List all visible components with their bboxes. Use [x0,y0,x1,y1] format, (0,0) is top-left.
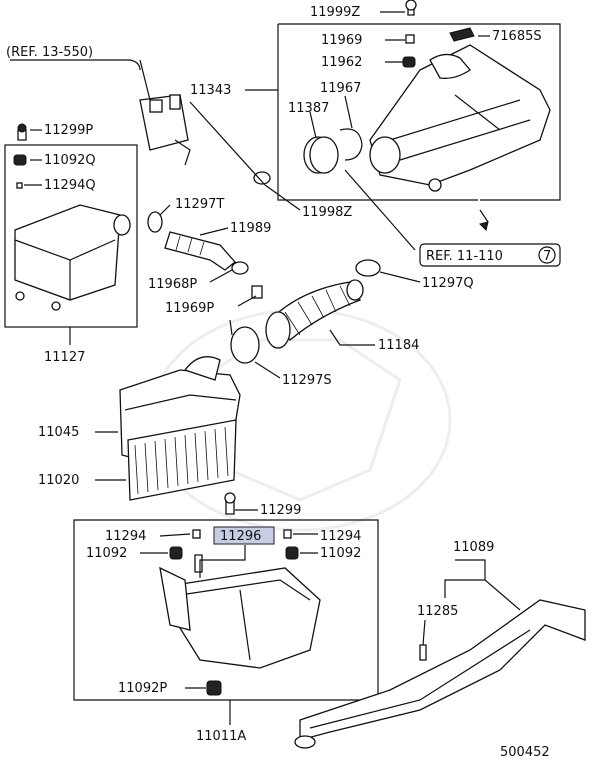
grommet-11092-right [285,546,299,560]
highlight-11296: 11296 [213,526,275,545]
clamp-11297T [147,211,163,233]
label-11294-left: 11294 [105,529,146,544]
clamp-11297Q [355,259,381,277]
label-11297S: 11297S [282,373,332,388]
label-ref-13-550: (REF. 13-550) [6,45,93,60]
grommet-11092Q [13,154,27,166]
label-11045: 11045 [38,425,79,440]
duct-body [299,599,586,741]
label-11285: 11285 [417,604,458,619]
spacer-11969P [251,285,263,299]
label-11127: 11127 [44,350,85,365]
label-11967: 11967 [320,81,361,96]
collar-11294-left [192,529,201,539]
label-11998Z: 11998Z [302,205,352,220]
label-11020: 11020 [38,473,79,488]
valve-body [139,94,189,151]
resonator-outlet [369,136,401,174]
label-11969P: 11969P [165,301,214,316]
clip-11967 [339,128,363,161]
ref-11-110-box: REF. 11-110 7 [419,243,561,267]
grommet-11092-left [169,546,183,560]
label-11296: 11296 [220,529,261,544]
box-11011A [73,519,379,701]
clamp-11297S [230,326,260,364]
label-11092-left: 11092 [86,546,127,561]
cover-11127 [14,204,121,301]
label-11092P: 11092P [118,681,167,696]
label-ref-11-110: REF. 11-110 [426,249,503,264]
label-11299P: 11299P [44,123,93,138]
label-11299: 11299 [260,503,301,518]
label-11297T: 11297T [175,197,224,212]
grommet-11969 [405,34,415,44]
grommet-11092P [206,680,222,696]
label-11999Z: 11999Z [310,5,360,20]
hoses [147,171,381,364]
clamp-11998Z [253,171,271,185]
resonator-group [277,0,561,201]
label-11089: 11089 [453,540,494,555]
labels: 11999Z 11969 71685S 11962 (REF. 13-550) … [6,5,561,760]
label-11968P: 11968P [148,277,197,292]
filter-element-11020 [127,419,237,501]
label-11184: 11184 [378,338,419,353]
air-cleaner-upper [119,356,241,515]
label-11297Q: 11297Q [422,276,474,291]
leader-lines [10,11,521,725]
valve-group [139,59,191,166]
label-11387: 11387 [288,101,329,116]
label-71685S [449,27,475,42]
hose-11989 [164,231,236,271]
clamp-11968P [231,261,249,275]
hose-11184 [269,281,361,341]
label-11294Q: 11294Q [44,178,96,193]
label-11989: 11989 [230,221,271,236]
resonator-box [278,23,561,201]
box-11127 [4,123,138,328]
lower-case-11011A [174,567,321,669]
ref-circle-number: 7 [543,249,551,264]
grommet-11962 [402,56,416,68]
label-71685S: 71685S [492,29,542,44]
label-11294-right: 11294 [320,529,361,544]
label-11969: 11969 [321,33,362,48]
label-11343: 11343 [190,83,231,98]
duct-11089 [294,599,586,749]
label-11092-right: 11092 [320,546,361,561]
clip-11285 [419,644,427,661]
label-11962: 11962 [321,55,362,70]
label-11092Q: 11092Q [44,153,96,168]
collar-11294-right [283,529,292,539]
collar-11294Q [16,182,23,189]
label-11011A: 11011A [196,729,246,744]
diagram-id: 500452 [500,745,550,760]
